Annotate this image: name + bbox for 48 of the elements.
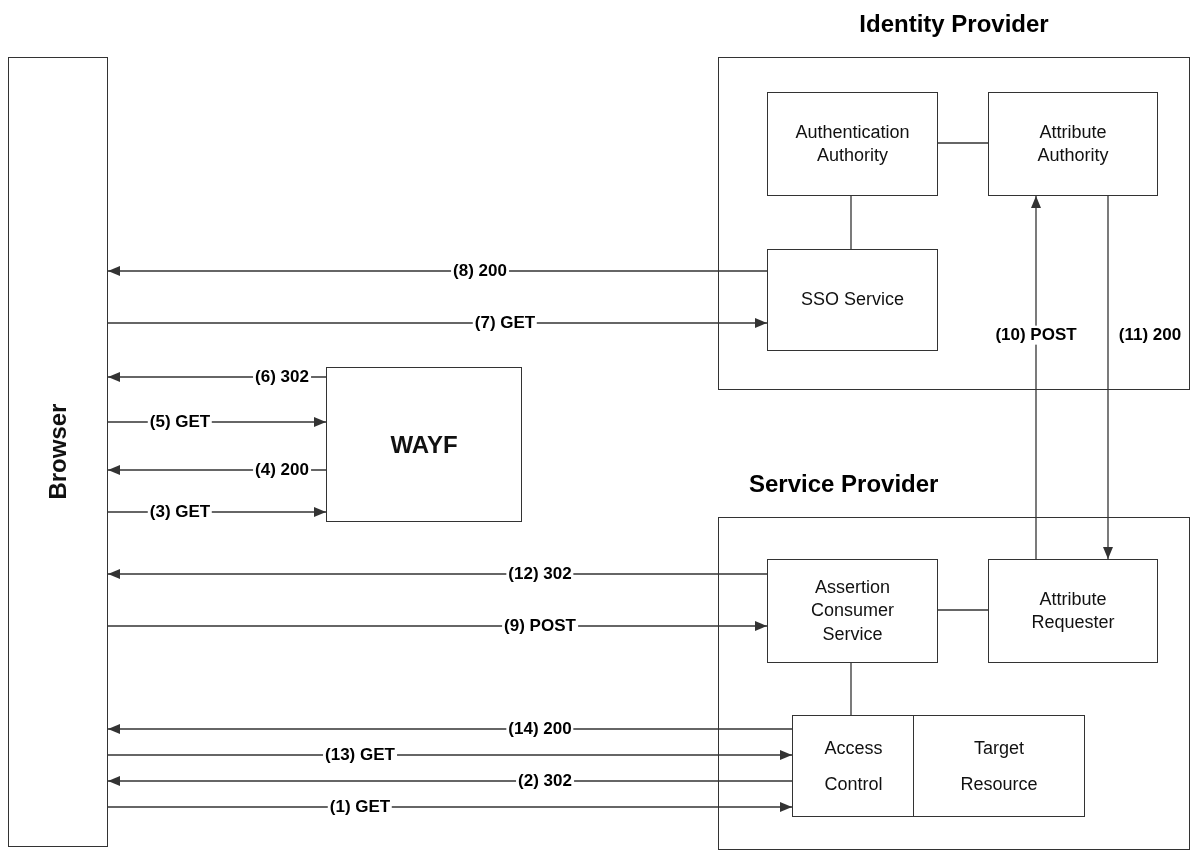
- component-label: Target Resource: [959, 737, 1039, 796]
- system-title: Identity Provider: [859, 10, 1049, 38]
- component-label: Authentication Authority: [794, 120, 911, 167]
- actor-label: Browser: [43, 404, 73, 500]
- component-box: [792, 715, 914, 817]
- edge-label: (2) 302: [516, 771, 574, 791]
- arrow: [107, 266, 768, 276]
- component-box: [988, 559, 1158, 663]
- component-label: Access Control: [823, 737, 884, 796]
- edge-label: (11) 200: [1116, 325, 1184, 345]
- arrow: [107, 621, 768, 631]
- edge-label: (9) POST: [502, 616, 578, 636]
- arrow: [107, 569, 768, 579]
- component-label: WAYF: [390, 429, 458, 460]
- arrow: [1103, 195, 1113, 560]
- edge-label: (10) POST: [993, 325, 1079, 345]
- edge-label: (13) GET: [323, 745, 397, 765]
- connector-line: [850, 662, 852, 716]
- component-label: Attribute Requester: [1030, 587, 1116, 634]
- edge-label: (6) 302: [253, 367, 311, 387]
- edge-label: (3) GET: [147, 502, 213, 522]
- connector-line: [937, 142, 989, 144]
- arrow: [107, 318, 768, 328]
- arrow: [107, 802, 793, 812]
- connector-line: [937, 609, 989, 611]
- arrow: [107, 776, 793, 786]
- connector-line: [850, 195, 852, 250]
- component-box: [988, 92, 1158, 196]
- component-box: [767, 249, 938, 351]
- arrow: [1031, 195, 1041, 560]
- component-label: Assertion Consumer Service: [810, 575, 895, 646]
- edge-label: (7) GET: [472, 313, 538, 333]
- component-label: SSO Service: [800, 288, 904, 312]
- component-label: Attribute Authority: [1036, 120, 1110, 167]
- component-box: [767, 559, 938, 663]
- lifeline-bar: [8, 57, 108, 847]
- edge-label: (8) 200: [451, 261, 509, 281]
- arrow: [107, 750, 793, 760]
- arrow: [107, 724, 793, 734]
- edge-label: (5) GET: [147, 412, 213, 432]
- component-box: [913, 715, 1085, 817]
- edge-label: (1) GET: [327, 797, 393, 817]
- system-title: Service Provider: [749, 470, 939, 498]
- edge-label: (14) 200: [506, 719, 574, 739]
- component-box: [767, 92, 938, 196]
- edge-label: (12) 302: [506, 564, 574, 584]
- service-box: [326, 367, 522, 522]
- edge-label: (4) 200: [253, 460, 311, 480]
